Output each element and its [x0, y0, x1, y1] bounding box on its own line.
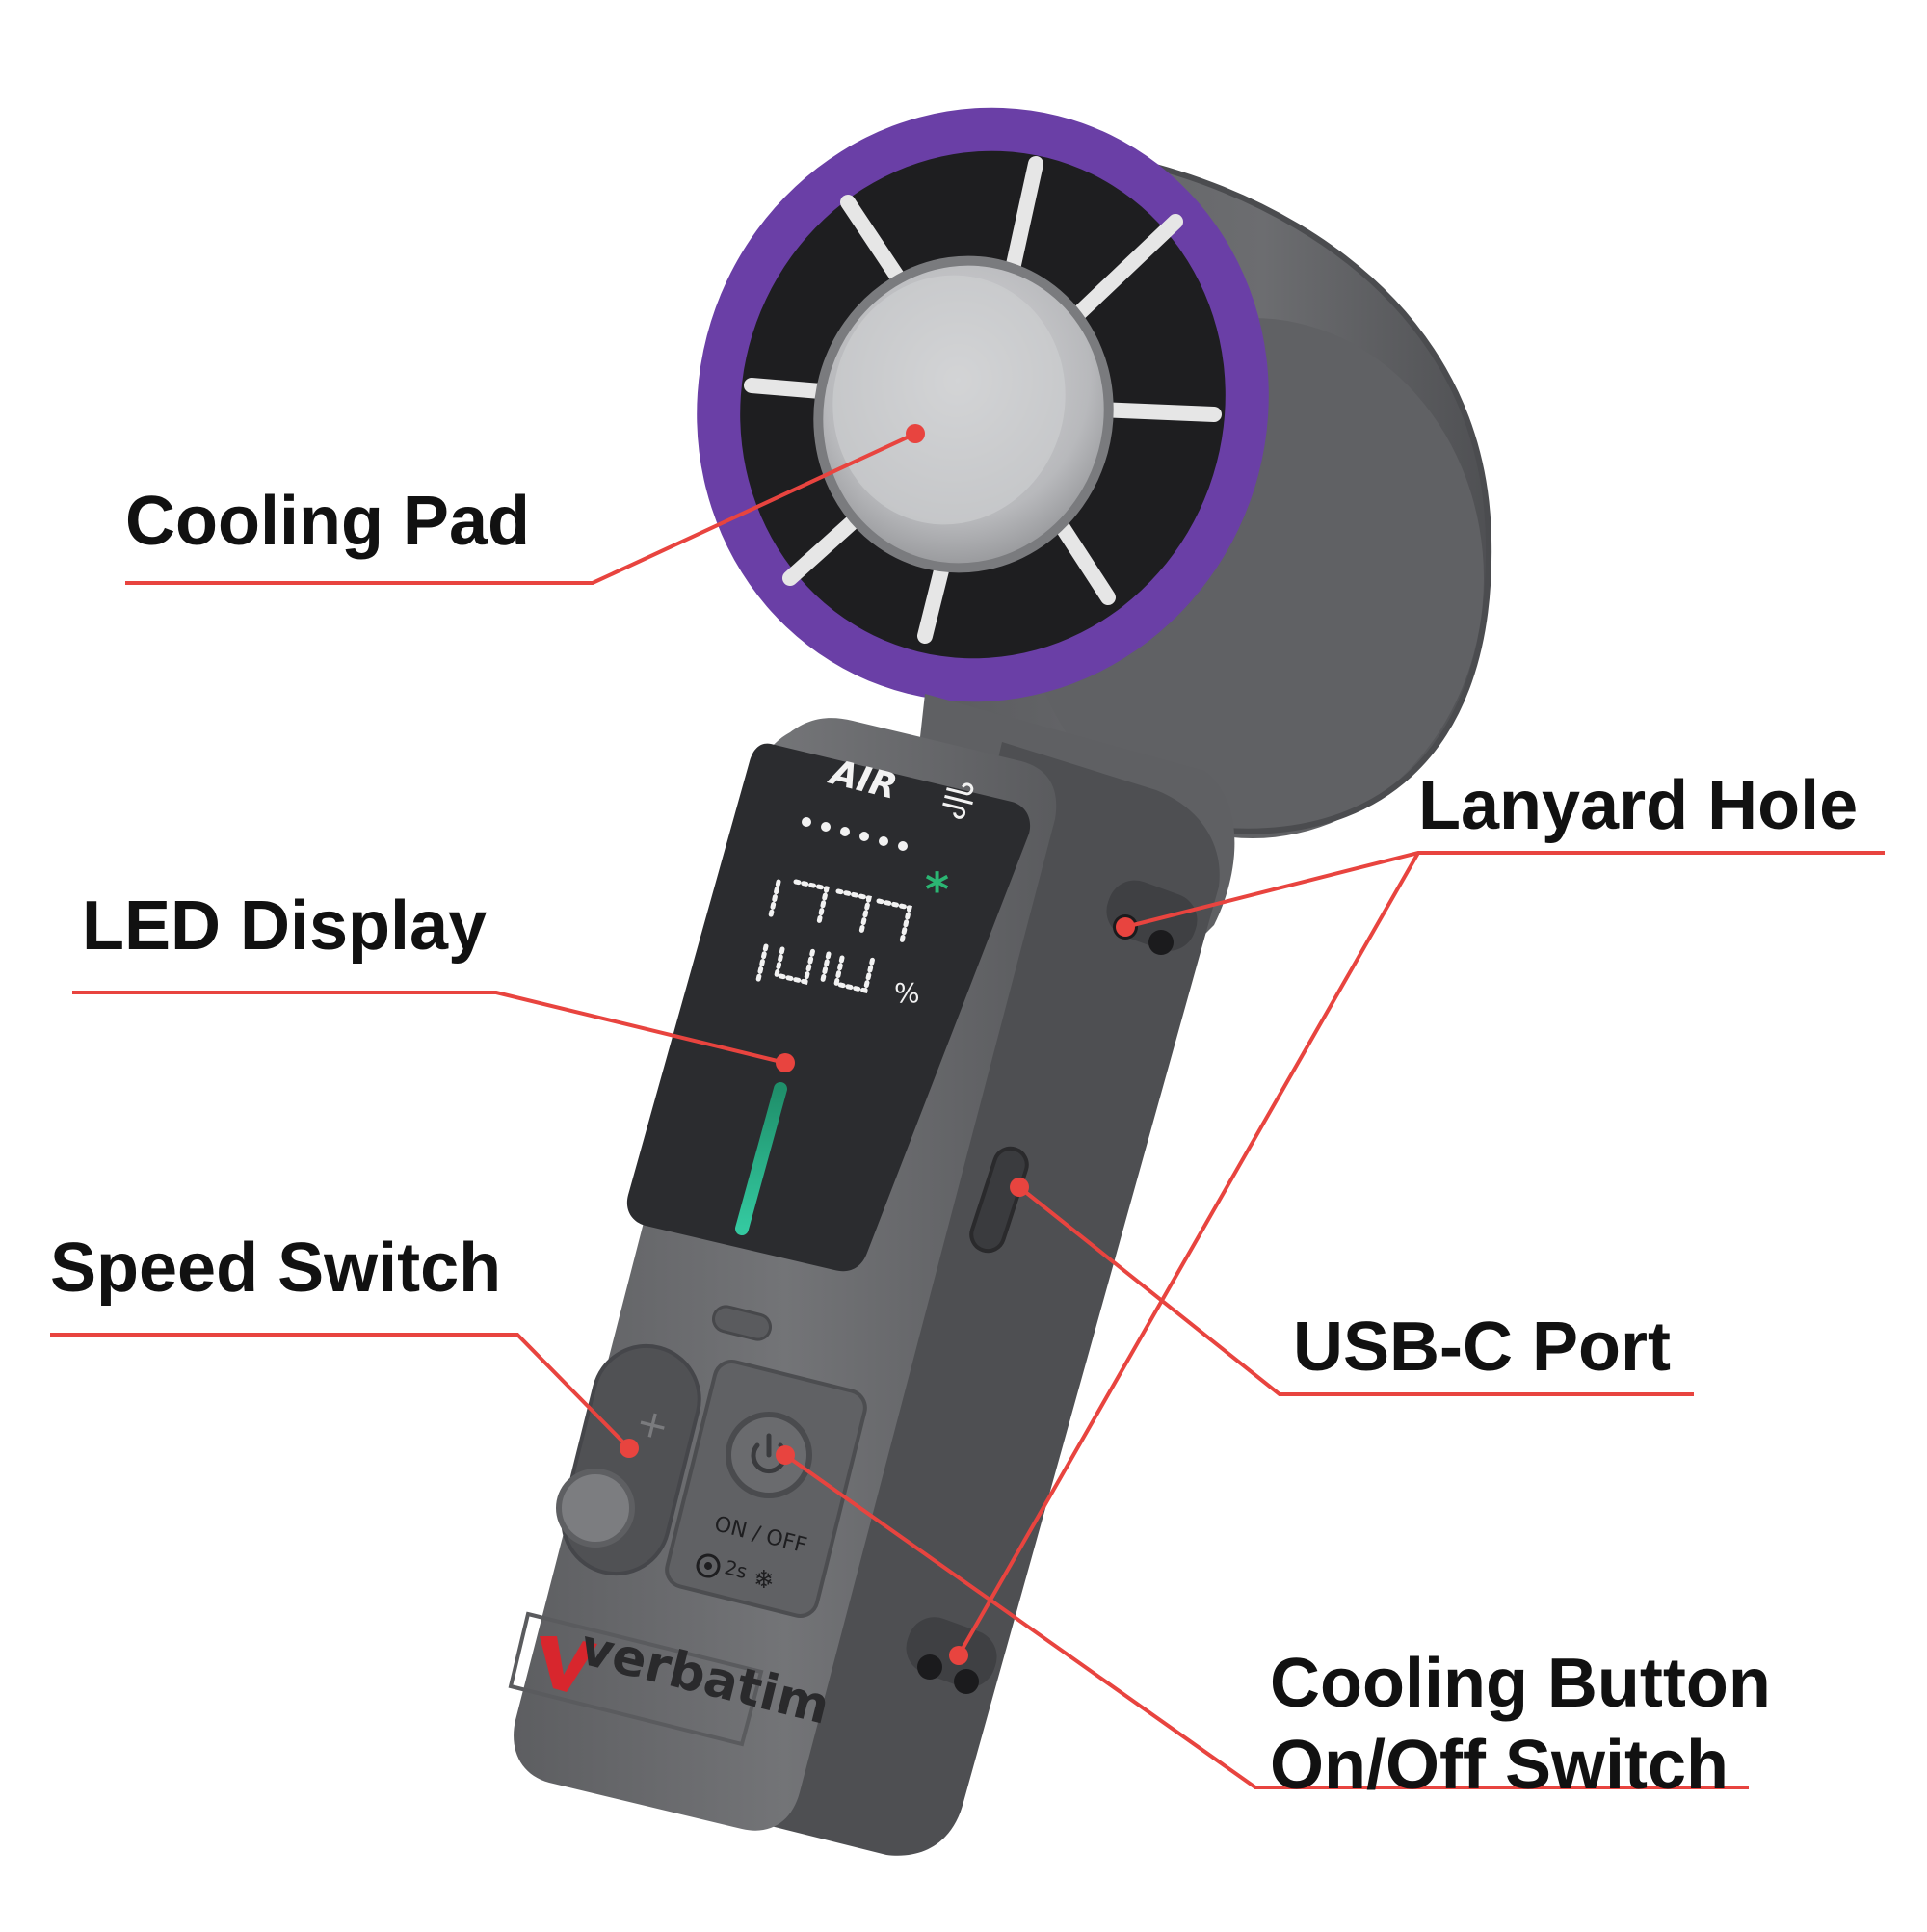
brand-logo-v — [540, 1636, 597, 1692]
leader-cooling-button — [783, 1453, 1749, 1789]
snowflake-small-icon: ❄ — [753, 1566, 775, 1595]
led-digits-row1 — [768, 879, 912, 944]
label-cooling-pad: Cooling Pad — [125, 483, 530, 560]
speed-switch-knob — [556, 1469, 635, 1548]
snowflake-icon: * — [925, 863, 949, 917]
label-usb-c-port: USB-C Port — [1293, 1309, 1671, 1386]
fan-head — [697, 107, 1492, 838]
label-cooling-button-line2: On/Off Switch — [1270, 1726, 1729, 1804]
label-lanyard-hole: Lanyard Hole — [1418, 767, 1859, 844]
handle — [508, 694, 1235, 1856]
leader-cooling-pad — [125, 432, 916, 585]
leader-lanyard-hole — [1124, 851, 1885, 929]
label-cooling-button-line1: Cooling Button — [1270, 1645, 1771, 1722]
led-digits-row2 — [755, 943, 876, 994]
hold-label: 2s — [723, 1555, 750, 1583]
led-screen — [626, 743, 1031, 1272]
label-led-display: LED Display — [82, 887, 488, 965]
leader-lanyard-hole-2 — [957, 852, 1420, 1656]
percent-sign: % — [894, 977, 920, 1009]
usb-c-port — [969, 1146, 1029, 1254]
wind-icon — [942, 782, 974, 819]
leader-speed-switch — [50, 1333, 631, 1450]
handle-side — [752, 742, 1220, 1856]
label-speed-switch: Speed Switch — [50, 1230, 502, 1307]
label-cooling-button: Cooling Button On/Off Switch — [1270, 1643, 1771, 1807]
speed-dots — [802, 817, 908, 851]
leader-lines — [50, 432, 1885, 1789]
leader-usb-c — [1017, 1185, 1694, 1396]
timer-icon — [696, 1553, 721, 1578]
leader-led-display — [72, 991, 786, 1065]
leader-endpoints — [620, 424, 1135, 1665]
level-bar — [735, 1082, 787, 1235]
